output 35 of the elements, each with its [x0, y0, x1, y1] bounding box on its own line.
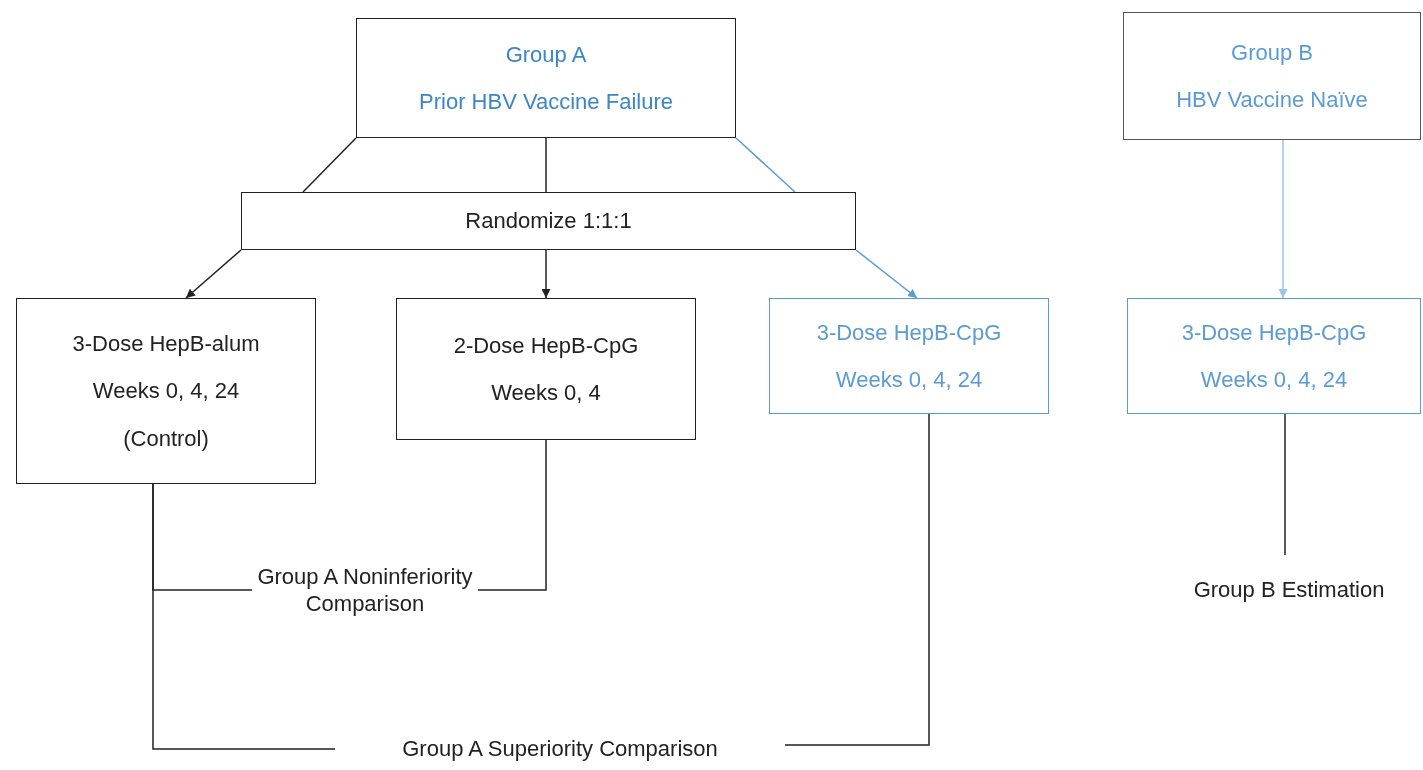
process-box: [356, 18, 736, 138]
connector-line: [784, 413, 930, 746]
box-text: (Control): [123, 424, 209, 453]
comparison-label: Group A Noninferiority Comparison: [256, 562, 474, 618]
box-text: Weeks 0, 4: [491, 379, 601, 407]
comparison-label: Group A Superiority Comparison: [402, 735, 718, 763]
process-box: [1127, 298, 1421, 414]
box-text: 3-Dose HepB-alum: [72, 329, 260, 358]
comparison-label: Group B Estimation: [1193, 576, 1385, 604]
connector-line: [545, 137, 547, 193]
box-text: 2-Dose HepB-CpG: [453, 331, 639, 359]
box-text: Group A: [505, 40, 587, 68]
connector-line: [302, 137, 357, 193]
box-text: 3-Dose HepB-CpG: [816, 318, 1002, 346]
process-box: [1123, 12, 1421, 140]
box-text: Weeks 0, 4, 24: [92, 377, 240, 405]
arrow: [855, 249, 918, 299]
box-text: HBV Vaccine Naïve: [1176, 86, 1368, 114]
process-box: [16, 298, 316, 484]
connector-line: [735, 137, 796, 193]
connector-line: [152, 483, 336, 750]
box-text: Weeks 0, 4, 24: [835, 366, 983, 394]
connector-line: [477, 439, 547, 591]
box-text: Randomize 1:1:1: [465, 207, 632, 235]
arrow: [541, 249, 551, 299]
box-text: Prior HBV Vaccine Failure: [419, 88, 673, 116]
box-text: Group B: [1231, 38, 1313, 66]
process-box: [241, 192, 856, 250]
box-text: Weeks 0, 4, 24: [1200, 366, 1348, 394]
arrow: [185, 249, 242, 299]
connector-line: [1284, 413, 1286, 556]
process-box: [396, 298, 696, 440]
box-text: 3-Dose HepB-CpG: [1181, 318, 1367, 346]
process-box: [769, 298, 1049, 414]
arrow: [1278, 139, 1288, 299]
